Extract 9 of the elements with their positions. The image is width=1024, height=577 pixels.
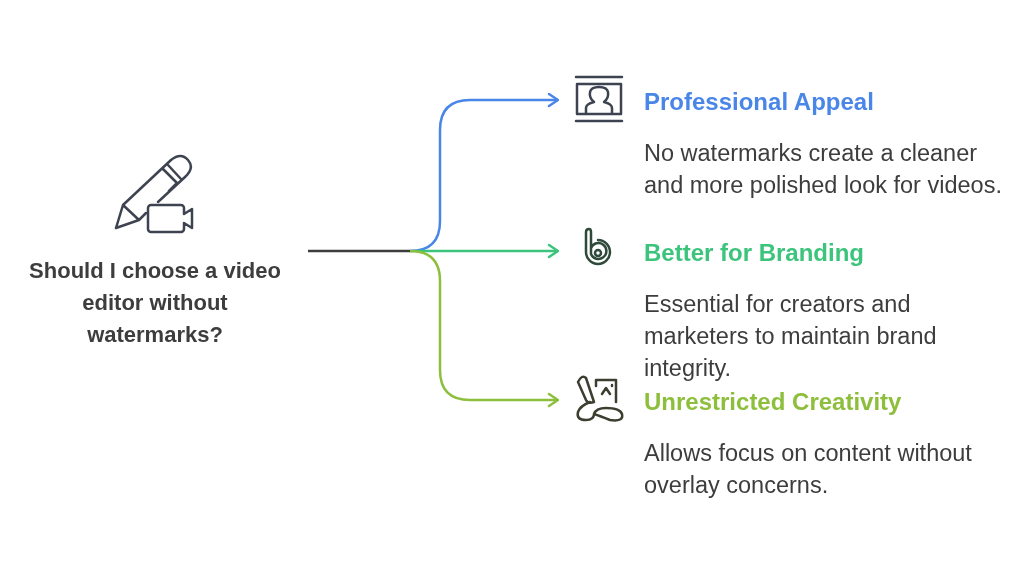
arrow: [409, 249, 560, 408]
question-text: Should I choose a video editor without watermarks?: [28, 257, 282, 349]
option-heading: Unrestricted Creativity: [644, 387, 902, 417]
option-description: Allows focus on content without overlay concerns.: [644, 439, 973, 500]
connector-trunk: [308, 249, 410, 253]
option-heading: Better for Branding: [644, 238, 864, 268]
option-heading: Professional Appeal: [644, 87, 874, 117]
option-description: No watermarks create a cleaner and more polished look for videos.: [644, 139, 1003, 200]
option-description: Essential for creators and marketers to maintain brand integrity.: [644, 290, 938, 383]
